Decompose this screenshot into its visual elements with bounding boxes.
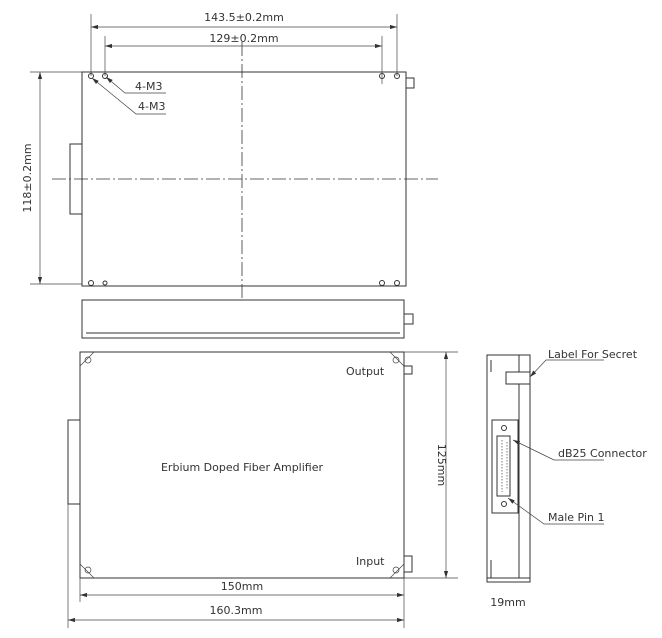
pin-label: Male Pin 1 [548,511,604,524]
mount-holes [88,73,400,286]
secret-label-box [505,371,531,385]
output-label: Output [346,365,385,378]
connector-plate [491,419,519,514]
db25-connector [496,435,511,497]
hole-label-2: 4-M3 [138,100,165,113]
dim-125-label: 125mm [435,444,448,486]
dim-150-label: 150mm [221,580,263,593]
dim-129-label: 129±0.2mm [209,32,278,45]
dim-118-label: 118±0.2mm [21,143,34,212]
label-secret: Label For Secret [548,348,638,361]
dim-143-label: 143.5±0.2mm [204,11,284,24]
side-view [81,299,414,339]
top-view: 143.5±0.2mm 129±0.2mm 118±0.2mm 4-M3 4-M… [21,11,438,302]
hole-label-1: 4-M3 [135,80,162,93]
device-title: Erbium Doped Fiber Amplifier [161,461,324,474]
end-view: Label For Secret dB25 Connector Male Pin… [486,348,647,609]
input-label: Input [356,555,385,568]
dim-160-label: 160.3mm [210,604,263,617]
bottom-view: Erbium Doped Fiber Amplifier Output Inpu… [67,351,458,628]
right-tab [405,77,415,89]
thickness-label: 19mm [490,596,525,609]
connector-label: dB25 Connector [558,447,647,460]
